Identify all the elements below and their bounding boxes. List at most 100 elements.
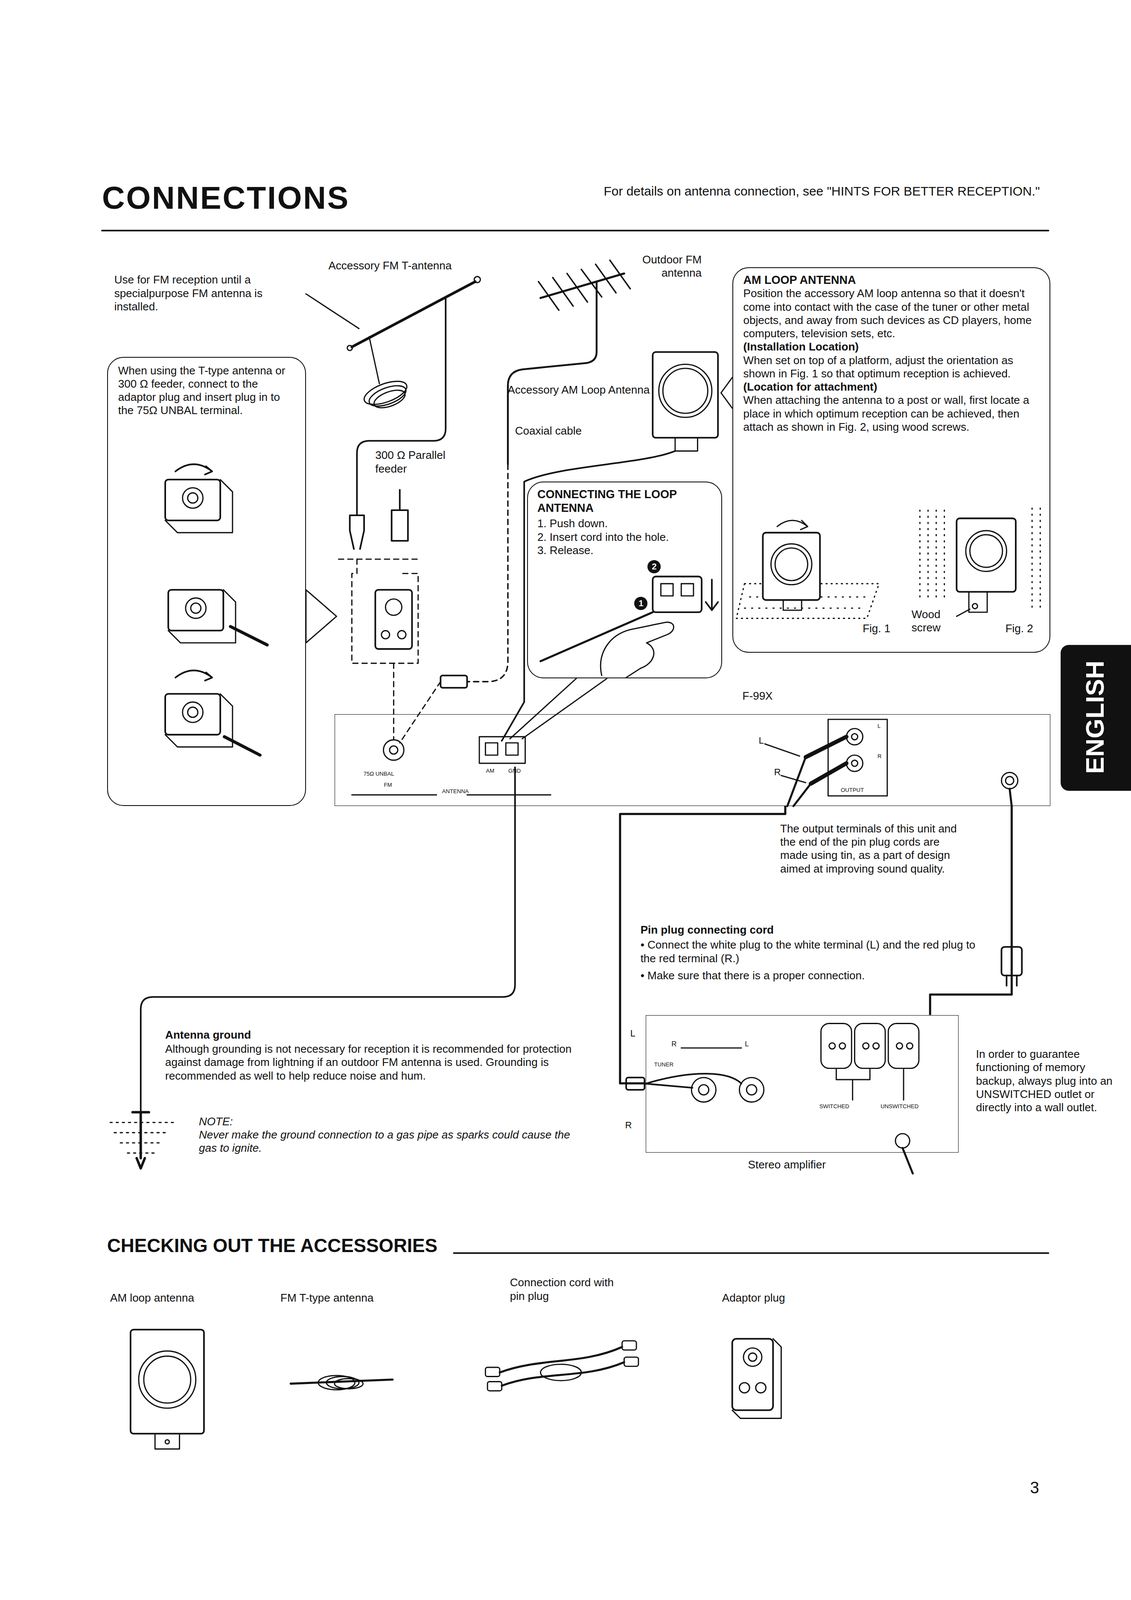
power-cord: [1009, 788, 1012, 807]
pin-cord: [793, 783, 811, 807]
pin-plug: [485, 1367, 500, 1377]
figure-label: Fig. 1: [862, 621, 904, 636]
accessory-name: Adaptor plug: [722, 1291, 845, 1305]
leader-line: [764, 743, 800, 757]
wall-dots: [919, 507, 1041, 613]
bracket-line: [466, 794, 551, 796]
terminal-label: ANTENNA: [442, 787, 484, 795]
t-antenna-wire: [290, 1379, 393, 1384]
callout-pointer: [720, 377, 732, 409]
pin-cord: [645, 1083, 693, 1088]
cord-grommet: [1001, 772, 1018, 789]
callout-pointer: [521, 678, 607, 739]
channel-label: L: [744, 1039, 755, 1049]
bullet-text: • Connect the white plug to the white te…: [640, 938, 978, 965]
hand: [600, 621, 674, 678]
pin-cord: [501, 1361, 625, 1386]
callout-number: 1: [634, 596, 648, 610]
output-jack: [851, 733, 858, 740]
wood-screw: [972, 603, 978, 609]
cable: [929, 805, 1012, 1015]
am-loop-tab: [968, 591, 988, 613]
am-loop-ring: [143, 1355, 191, 1403]
part-label: Coaxial cable: [515, 424, 607, 438]
am-loop-tab: [675, 437, 698, 451]
terminal-label: SWITCHED: [819, 1102, 851, 1110]
fm-jack: [389, 745, 398, 754]
note-heading: NOTE:: [198, 1114, 281, 1129]
box-heading: AM LOOP ANTENNA: [743, 273, 1040, 287]
callout-box: When using the T-type antenna or 300 Ω f…: [107, 356, 307, 806]
part-label: Accessory AM Loop Antenna: [499, 383, 650, 397]
input-jack: [739, 1077, 764, 1102]
adaptor-plug: [732, 1338, 774, 1410]
channel-label: R: [774, 766, 785, 779]
output-jack: [846, 728, 863, 745]
feeder-strip: [230, 626, 268, 645]
language-tab: [1060, 644, 1131, 791]
adaptor-screw: [755, 1382, 767, 1393]
ac-outlet: [821, 1023, 852, 1068]
ac-outlet: [854, 1023, 886, 1068]
adaptor-socket: [748, 1352, 757, 1362]
subheading: (Location for attachment): [743, 380, 1040, 394]
dashed-link: [399, 681, 441, 743]
bullet-text: • Make sure that there is a proper conne…: [640, 968, 978, 983]
artwork: [102, 230, 1131, 1449]
ac-outlet: [888, 1023, 919, 1068]
page-title: CONNECTIONS: [102, 179, 350, 216]
earth-dots: [110, 1122, 174, 1153]
bracket-line: [836, 1069, 904, 1100]
cable-coil: [371, 386, 408, 412]
warning-text: Never make the ground connection to a ga…: [198, 1128, 582, 1155]
terminal-label: UNSWITCHED: [880, 1102, 922, 1110]
terminal-label: OUTPUT: [840, 786, 882, 794]
input-jack: [691, 1077, 716, 1102]
output-panel: [827, 719, 888, 796]
adaptor-socket: [190, 603, 202, 614]
model-name: F-99X: [742, 689, 804, 703]
feeder-strip: [224, 736, 261, 755]
leader-line: [956, 609, 970, 617]
body-text: Position the accessory AM loop antenna s…: [743, 286, 1040, 341]
terminal-label: 75Ω UNBAL: [363, 770, 410, 778]
callout-text: When using the T-type antenna or 300 Ω f…: [118, 364, 295, 418]
figure-label: Fig. 2: [1005, 621, 1047, 636]
terminal: [485, 742, 498, 755]
channel-label: R: [671, 1039, 682, 1049]
cable-coil: [334, 1378, 364, 1389]
adaptor-socket: [182, 487, 204, 509]
adaptor-socket: [185, 597, 207, 619]
leader-line: [781, 775, 806, 783]
channel-label: R: [877, 752, 888, 760]
am-loop-ring: [662, 368, 708, 414]
note-heading: Pin plug connecting cord: [640, 923, 978, 937]
am-loop-ring: [775, 548, 808, 581]
input-jack: [746, 1084, 757, 1095]
instruction-box: CONNECTING THE LOOP ANTENNA1. Push down.…: [527, 481, 722, 679]
channel-label: L: [877, 722, 888, 730]
outlet-holes: [829, 1042, 913, 1049]
part-label: Wood screw: [911, 607, 955, 635]
pin-plug: [810, 763, 847, 784]
ground-stake: [132, 1111, 149, 1168]
device-name: Stereo amplifier: [748, 1157, 871, 1172]
am-loop-antenna: [130, 1329, 205, 1434]
cable-coil: [540, 1364, 582, 1381]
am-loop-ring: [138, 1350, 196, 1408]
title-rule: [102, 229, 1049, 232]
turn-arrow: [175, 464, 213, 475]
am-loop-antenna: [956, 518, 1016, 592]
terminal-label: AM: [485, 767, 507, 775]
cord-grommet: [895, 1133, 910, 1148]
bracket-line: [338, 558, 418, 560]
terminal-lever: [681, 583, 694, 596]
note-text: In order to guarantee functioning of mem…: [976, 1047, 1126, 1114]
adaptor-plug: [165, 479, 233, 533]
t-antenna-tip: [347, 345, 353, 351]
leader-line: [306, 293, 359, 329]
am-gnd-terminals: [479, 736, 526, 764]
box-heading: CONNECTING THE LOOP ANTENNA: [537, 487, 712, 516]
terminal-label: TUNER: [654, 1061, 680, 1068]
